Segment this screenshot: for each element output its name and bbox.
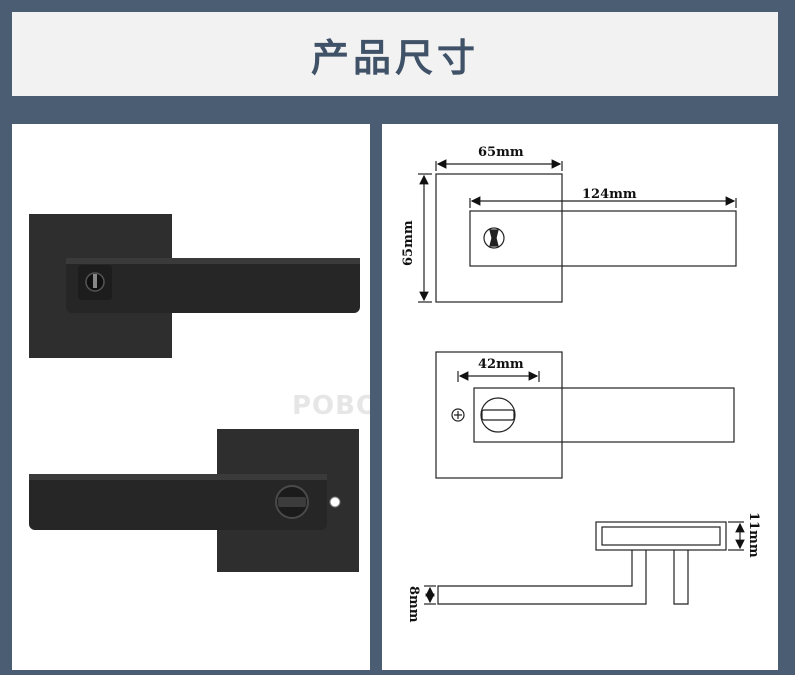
page-title: 产品尺寸	[310, 35, 479, 80]
keyed-lever-product	[29, 214, 360, 358]
label-lever-length: 124mm	[582, 187, 637, 202]
thumb-turn-bar-outline	[481, 409, 515, 421]
product-photo-panel: POBOT	[12, 124, 370, 670]
title-bar: 产品尺寸	[12, 12, 778, 96]
label-rose-thickness: 11mm	[746, 512, 761, 558]
label-rose-width: 65mm	[478, 145, 524, 160]
rose-outline-1	[435, 173, 563, 303]
key-icon	[489, 229, 499, 247]
dimension-drawing-panel: 65mm 124mm 65mm 42mm	[382, 124, 778, 670]
lever-side-outline-back	[673, 550, 689, 605]
release-hole-outline	[451, 408, 465, 422]
thumb-turn-outline	[480, 397, 516, 433]
watermark-text: POBOT	[292, 391, 370, 421]
key-cylinder-outline	[483, 227, 505, 249]
lever-highlight-top	[66, 258, 360, 264]
emergency-release-hole	[329, 496, 341, 508]
front-view-privacy	[435, 351, 735, 479]
lever-outline-1	[469, 210, 737, 267]
product-photos: POBOT	[29, 214, 370, 572]
label-rose-height: 65mm	[401, 220, 416, 266]
front-view-keyed	[418, 159, 737, 303]
lever-outline-2	[473, 387, 735, 443]
lever-highlight-bottom	[29, 474, 327, 480]
dimension-drawings: 65mm 124mm 65mm 42mm	[401, 145, 761, 623]
keyway-slot	[93, 274, 97, 288]
privacy-lever-product	[29, 429, 359, 572]
label-turn-offset: 42mm	[478, 357, 524, 372]
lever-handle-bottom	[29, 474, 327, 530]
lever-handle-top	[66, 258, 360, 313]
rose-outline-2	[435, 351, 563, 479]
rose-side-inner	[601, 526, 721, 546]
side-view	[424, 521, 745, 605]
lever-side-outline-front	[437, 550, 647, 605]
thumb-turn-bar	[278, 497, 306, 507]
label-lever-thickness: 8mm	[406, 586, 421, 623]
rose-side-outline	[595, 521, 727, 551]
